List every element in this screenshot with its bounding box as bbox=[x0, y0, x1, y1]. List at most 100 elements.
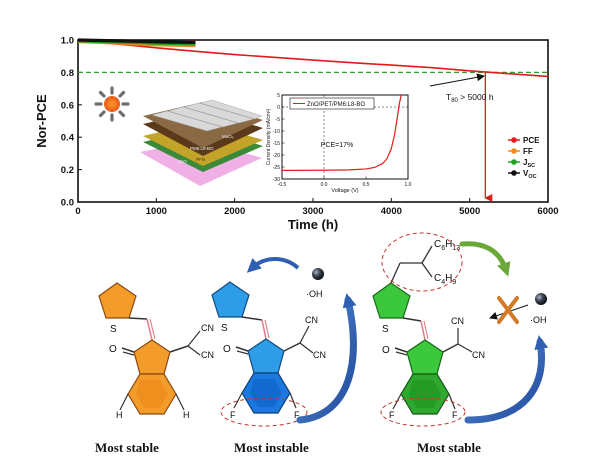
x-axis-label: Time (h) bbox=[288, 217, 338, 232]
device-label-active: PM6:L8-BO bbox=[190, 146, 214, 151]
fluorine-2: F bbox=[452, 410, 458, 420]
legend-marker bbox=[511, 159, 517, 165]
thiophene-ring bbox=[98, 282, 137, 319]
x-tick-label: 6000 bbox=[537, 206, 558, 217]
inset-y-tick-label: -30 bbox=[273, 177, 280, 183]
caption-molecule-1: Most stable bbox=[95, 440, 159, 455]
substituent-1: H bbox=[116, 410, 123, 420]
x-tick-label: 5000 bbox=[459, 206, 480, 217]
inset-y-label: Current Density (mA/cm²) bbox=[266, 108, 272, 165]
cyano-1: CN bbox=[201, 323, 214, 333]
attack-arrow-top bbox=[246, 257, 300, 273]
hydroxyl-radical-icon bbox=[312, 268, 324, 280]
side-chain-butyl: C4H9 bbox=[434, 273, 456, 286]
device-stack-illustration: MoO₃ PM6:L8-BO PFN ZnO bbox=[140, 99, 263, 186]
inset-y-tick-label: -25 bbox=[273, 165, 280, 171]
inset-y-tick-label: 5 bbox=[277, 93, 280, 99]
x-tick-label: 3000 bbox=[302, 206, 323, 217]
inset-y-tick-label: -5 bbox=[276, 117, 281, 123]
cyano-2: CN bbox=[472, 350, 485, 360]
substituent-2: H bbox=[183, 410, 190, 420]
vinyl-bond bbox=[420, 320, 426, 341]
attack-arrow-bottom bbox=[296, 293, 357, 424]
indanone-five-ring bbox=[133, 339, 171, 375]
x-tick-label: 2000 bbox=[224, 206, 245, 217]
molecule-1: S O CN CN H H bbox=[98, 282, 214, 420]
device-label-pfn: PFN bbox=[196, 157, 205, 162]
y-tick-label: 1.0 bbox=[61, 36, 74, 47]
sulfur-atom: S bbox=[110, 324, 117, 335]
x-tick-label: 0 bbox=[75, 206, 80, 217]
oxygen-atom: O bbox=[382, 345, 390, 356]
oxygen-atom: O bbox=[109, 344, 117, 355]
caption-molecule-2: Most instable bbox=[234, 440, 309, 455]
shield-arrow bbox=[459, 241, 511, 277]
cyano-2: CN bbox=[313, 350, 326, 360]
inset-x-tick-label: 1.0 bbox=[405, 182, 412, 188]
x-tick-label: 1000 bbox=[146, 206, 167, 217]
t80-annotation-pointer bbox=[429, 73, 485, 87]
series-line-pce bbox=[77, 39, 549, 78]
legend-label: FF bbox=[523, 147, 533, 156]
inset-y-tick-label: -15 bbox=[273, 141, 280, 147]
jv-inset: -30 -25 -20 -15 -10 -5 0 5 -0.5 0.0 0.5 1.0 ZnO/PE… bbox=[266, 93, 412, 194]
inset-y-tick-label: 0 bbox=[277, 105, 280, 111]
y-tick-label: 0.6 bbox=[61, 100, 74, 111]
legend-label: VOC bbox=[523, 169, 537, 180]
device-label-moo3: MoO₃ bbox=[222, 134, 234, 139]
sulfur-atom: S bbox=[221, 323, 228, 334]
sun-icon bbox=[94, 86, 130, 122]
side-chain-hexyl: C6H13 bbox=[434, 239, 460, 252]
legend-label: PCE bbox=[523, 136, 540, 145]
inset-x-tick-label: -0.5 bbox=[278, 182, 287, 188]
y-tick-label: 0.2 bbox=[61, 165, 74, 176]
molecule-2: S O CN CN F F ·OH bbox=[211, 257, 357, 427]
legend-label: JSC bbox=[523, 158, 535, 169]
sulfur-atom: S bbox=[382, 324, 389, 335]
inset-legend-box bbox=[289, 97, 375, 110]
thiophene-ring bbox=[372, 282, 411, 319]
inset-legend-text: ZnO/PET/PM6:L8-BO bbox=[307, 102, 365, 108]
cyano-1: CN bbox=[305, 315, 318, 325]
attack-arrow-bottom bbox=[464, 335, 549, 424]
molecule-3: S O CN CN F F C6H13 C4H9 ·OH bbox=[372, 232, 549, 427]
y-tick-label: 0.8 bbox=[61, 68, 74, 79]
fluorine-highlight bbox=[380, 397, 466, 427]
cyano-1: CN bbox=[451, 316, 464, 326]
fluorine-1: F bbox=[230, 410, 236, 420]
caption-molecule-3: Most stable bbox=[417, 440, 481, 455]
x-tick-label: 4000 bbox=[381, 206, 402, 217]
inset-x-tick-label: 0.0 bbox=[321, 182, 328, 188]
jv-curve bbox=[282, 94, 402, 171]
blocked-cross-icon bbox=[497, 296, 519, 324]
thiophene-ring bbox=[211, 281, 250, 318]
inset-y-tick-label: -10 bbox=[273, 129, 280, 135]
device-label-zno: ZnO bbox=[178, 159, 187, 164]
fluorine-2: F bbox=[294, 410, 300, 420]
hydroxyl-radical-label: ·OH bbox=[530, 315, 547, 325]
indanone-five-ring bbox=[406, 339, 444, 375]
t80-annotation: T80 > 5000 h bbox=[446, 92, 494, 104]
inset-y-tick-label: -20 bbox=[273, 153, 280, 159]
y-tick-label: 0.0 bbox=[61, 198, 74, 209]
inset-pce-label: PCE=17% bbox=[321, 142, 354, 149]
vinyl-bond bbox=[146, 318, 153, 341]
vinyl-bond bbox=[261, 319, 267, 340]
hydroxyl-radical-label: ·OH bbox=[306, 289, 323, 299]
inset-x-label: Voltage (V) bbox=[331, 188, 358, 194]
oxygen-atom: O bbox=[223, 344, 231, 355]
fluorine-highlight bbox=[220, 397, 308, 427]
stability-chart: 0.0 0.2 0.4 0.6 0.8 1.0 0 1000 2000 3000 4000 5000… bbox=[34, 36, 559, 233]
hydroxyl-radical-icon bbox=[535, 293, 547, 305]
legend-marker bbox=[511, 137, 517, 143]
side-chain-highlight bbox=[381, 232, 463, 292]
inset-x-tick-label: 0.5 bbox=[363, 182, 370, 188]
fluorine-1: F bbox=[389, 410, 395, 420]
legend-marker bbox=[511, 170, 517, 176]
y-tick-label: 0.4 bbox=[61, 133, 75, 144]
device-electrodes bbox=[151, 99, 263, 132]
legend-marker bbox=[511, 148, 517, 154]
y-axis-label: Nor-PCE bbox=[34, 94, 49, 148]
